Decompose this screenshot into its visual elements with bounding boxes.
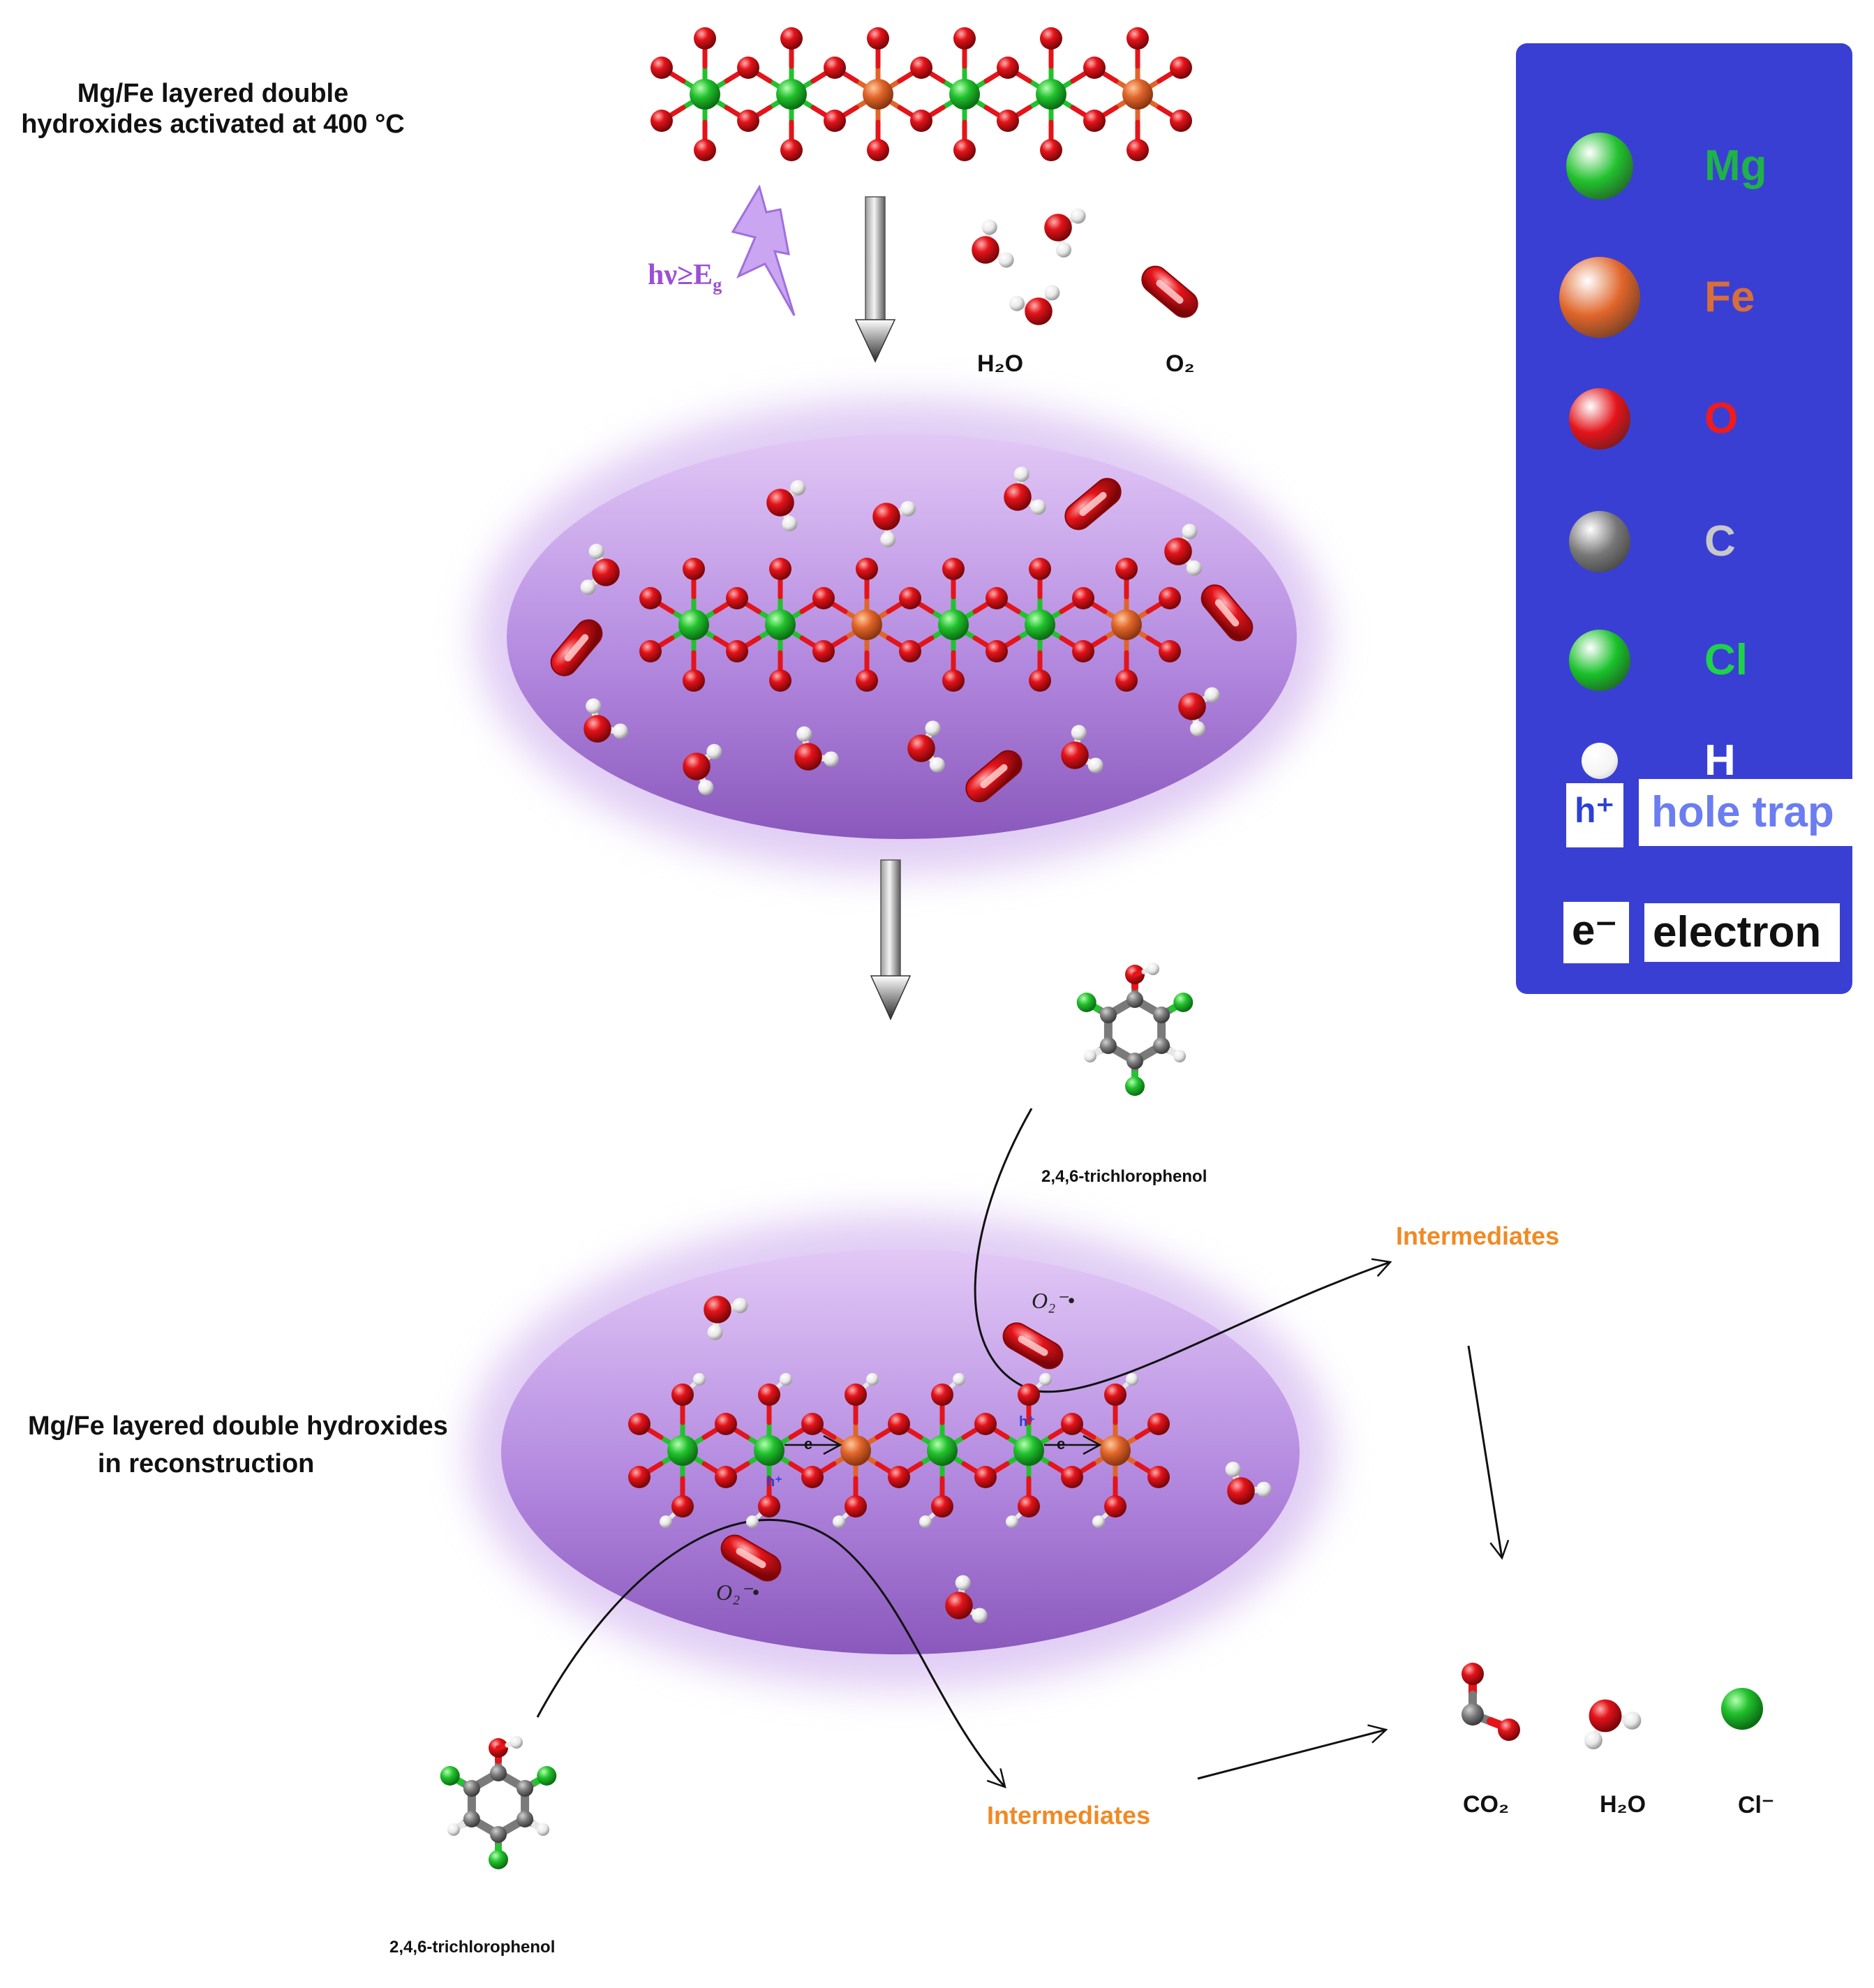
product-co2-label: CO₂ — [1463, 1791, 1510, 1818]
legend-mg-label: Mg — [1704, 142, 1767, 190]
legend-c-label: C — [1704, 517, 1736, 565]
product-chloride-ion — [1721, 1688, 1763, 1730]
legend-o-label: O — [1704, 394, 1739, 443]
electron-mark-1: e — [804, 1435, 813, 1453]
legend-cl-label: Cl — [1704, 636, 1748, 684]
legend-hole-label-box — [1639, 779, 1852, 846]
o2-label-top: O₂ — [1166, 350, 1195, 377]
tcp-molecule-right — [1076, 963, 1193, 1096]
process-arrow-2 — [870, 859, 912, 1021]
tcp-label-right: 2,4,6-trichlorophenol — [1041, 1167, 1207, 1186]
water-top-2 — [1044, 208, 1086, 258]
hole-mark-2: h⁺ — [1019, 1414, 1035, 1430]
light-energy-text: hν≥E — [648, 259, 713, 291]
superoxide-label-1: O₂⁻• — [1032, 1288, 1076, 1313]
water-mid-4 — [580, 543, 620, 595]
path-intermediates-to-products-bottom — [1197, 1724, 1388, 1780]
legend-electron-label-box — [1644, 903, 1840, 962]
legend-electron-symbol-box — [1563, 902, 1629, 963]
water-mid-10 — [1061, 725, 1103, 773]
ldh-chain-bottom — [628, 1373, 1170, 1528]
product-co2-molecule — [1462, 1663, 1520, 1741]
legend-hole-label: hole trap — [1651, 788, 1834, 836]
intermediates-label-right: Intermediates — [1396, 1222, 1560, 1250]
legend-cl-ball — [1569, 630, 1630, 691]
oxygen-bot-2 — [720, 1534, 782, 1582]
oxygen-mid-4 — [965, 750, 1022, 803]
product-h2o-label: H₂O — [1600, 1791, 1646, 1818]
tcp-label-left: 2,4,6-trichlorophenol — [389, 1938, 556, 1957]
water-mid-3 — [1004, 466, 1046, 515]
oxygen-mid-1 — [1064, 477, 1122, 531]
oxygen-bot-1 — [1002, 1322, 1064, 1370]
legend-fe-ball — [1559, 257, 1640, 338]
bottom-title-line1: Mg/Fe layered double hydroxides — [28, 1411, 448, 1441]
bottom-title-line2: in reconstruction — [98, 1449, 315, 1478]
legend-electron-symbol: e⁻ — [1572, 907, 1618, 954]
product-cl-label: Cl⁻ — [1738, 1792, 1774, 1818]
top-title: Mg/Fe layered double hydroxides activate… — [21, 79, 405, 139]
oxygen-mid-3 — [550, 619, 603, 676]
legend-h-label: H — [1704, 736, 1736, 785]
legend-hole-symbol: h⁺ — [1575, 791, 1614, 830]
lightning-icon — [731, 184, 796, 316]
light-energy-sub: g — [713, 274, 722, 295]
legend-hole-symbol-box — [1566, 783, 1623, 847]
reactor-ellipse-top — [476, 399, 1328, 874]
water-bot-2 — [1225, 1461, 1272, 1505]
intermediates-label-bottom: Intermediates — [987, 1801, 1151, 1830]
legend-electron-label: electron — [1653, 908, 1822, 956]
water-mid-8 — [794, 726, 839, 771]
tcp-molecule-left — [440, 1736, 557, 1869]
legend-mg-ball — [1566, 133, 1633, 200]
oxygen-mid-2 — [1200, 584, 1254, 641]
water-top-3 — [1009, 285, 1060, 325]
h2o-label-top: H₂O — [977, 350, 1024, 377]
water-bot-1 — [704, 1296, 748, 1340]
water-mid-1 — [766, 480, 806, 532]
electron-mark-2: e — [1057, 1435, 1066, 1453]
water-mid-5 — [1164, 524, 1202, 576]
water-mid-9 — [907, 720, 945, 773]
reactor-ellipse-bottom — [468, 1215, 1333, 1689]
legend-fe-label: Fe — [1704, 273, 1755, 321]
ldh-chain-middle — [639, 558, 1181, 692]
legend-o-ball — [1569, 388, 1630, 450]
path-tcp-to-intermediates-bottom — [536, 1518, 1006, 1788]
water-bot-3 — [945, 1575, 988, 1624]
water-mid-11 — [1178, 687, 1220, 737]
water-mid-2 — [872, 500, 916, 547]
water-top-1 — [972, 219, 1014, 268]
superoxide-label-2: O₂⁻• — [716, 1580, 760, 1605]
path-intermediates-to-products-right — [1467, 1345, 1510, 1560]
oxygen-top — [1141, 265, 1198, 318]
bottom-title: Mg/Fe layered double hydroxides in recon… — [28, 1407, 489, 1483]
legend-h-ball — [1582, 743, 1618, 779]
hole-mark-1: h⁺ — [766, 1474, 782, 1490]
product-water — [1584, 1699, 1642, 1750]
light-energy-label: hν≥Eg — [648, 258, 722, 295]
water-mid-7 — [683, 743, 722, 796]
ldh-chain-top — [650, 27, 1192, 161]
legend-c-ball — [1569, 511, 1630, 572]
water-mid-6 — [583, 698, 628, 743]
process-arrow-1 — [854, 196, 896, 363]
